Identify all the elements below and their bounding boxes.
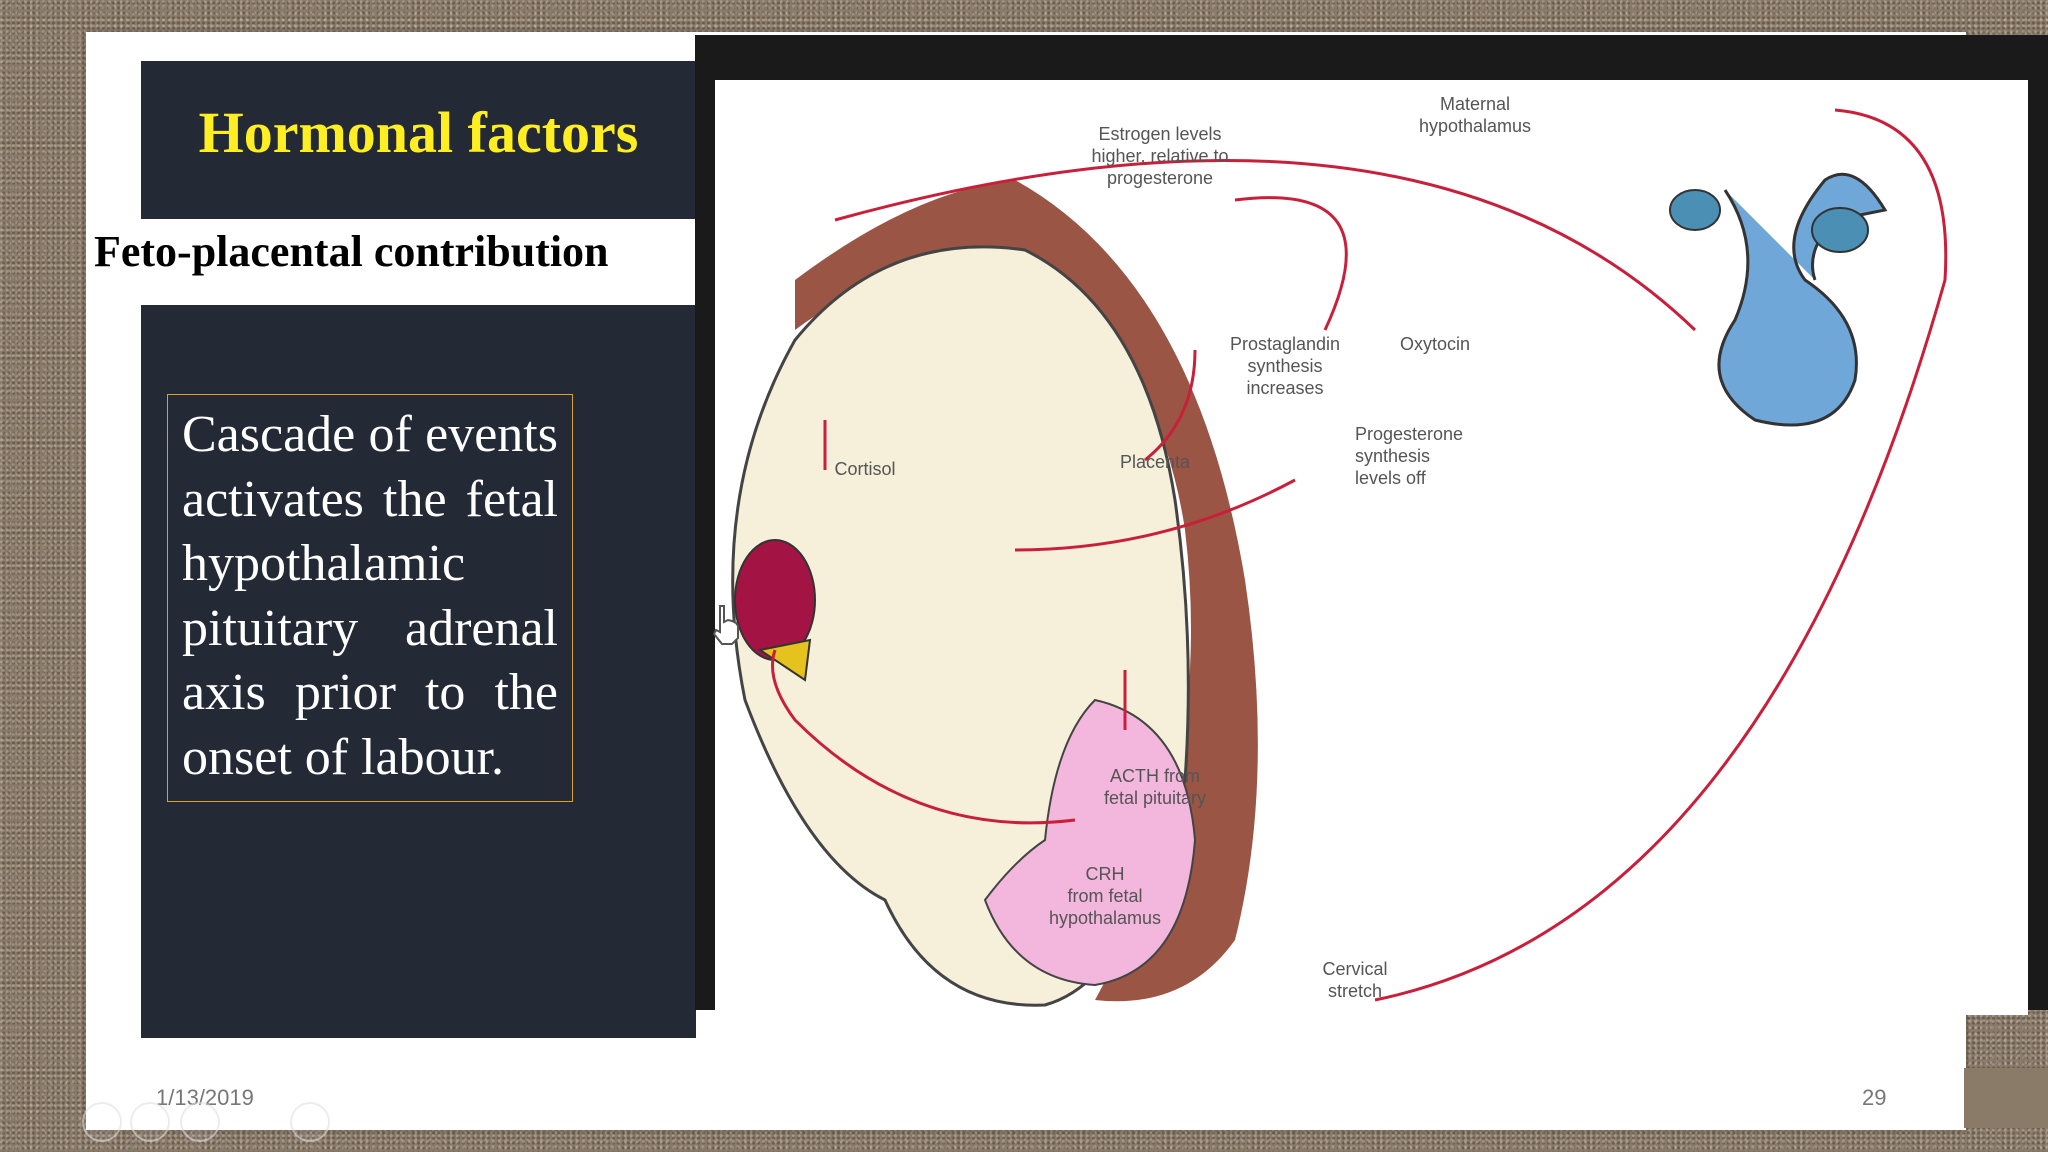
left-panel: Cascade of events activates the fetal hy… <box>141 305 696 1038</box>
label-estrogen-2: higher, relative to <box>1091 146 1228 166</box>
label-progesterone-2: synthesis <box>1355 446 1430 466</box>
labour-hormone-diagram: Maternal hypothalamus Estrogen levels hi… <box>731 94 1948 1007</box>
zoom-icon[interactable] <box>180 1102 220 1142</box>
slide-title: Hormonal factors <box>198 100 639 165</box>
slide-subtitle: Feto-placental contribution <box>94 227 609 276</box>
label-cortisol: Cortisol <box>834 459 895 479</box>
arrow-oxytocin-to-uterus <box>834 159 1697 332</box>
arrow-to-prostaglandin <box>1144 349 1197 462</box>
pen-icon[interactable] <box>82 1102 122 1142</box>
arrow-to-progesterone <box>1014 478 1296 552</box>
copy-icon[interactable] <box>130 1102 170 1142</box>
label-prostaglandin-3: increases <box>1246 378 1323 398</box>
diagram-area: Maternal hypothalamus Estrogen levels hi… <box>715 80 2028 1015</box>
label-crh-3: hypothalamus <box>1049 908 1161 928</box>
corner-texture <box>1964 1068 2048 1128</box>
hand-cursor-icon <box>712 605 739 645</box>
label-oxytocin: Oxytocin <box>1400 334 1470 354</box>
label-cervical-2: stretch <box>1328 981 1382 1001</box>
pituitary-lobe-left <box>1669 189 1721 231</box>
arrow-to-estrogen <box>1234 196 1348 331</box>
arrow-acth-loop <box>771 649 1076 825</box>
label-prostaglandin-2: synthesis <box>1247 356 1322 376</box>
label-crh-1: CRH <box>1086 864 1125 884</box>
label-progesterone-1: Progesterone <box>1355 424 1463 444</box>
maternal-pituitary <box>1717 172 1888 427</box>
slide-page-number: 29 <box>1862 1085 1887 1110</box>
label-estrogen-3: progesterone <box>1107 168 1213 188</box>
label-cervical-1: Cervical <box>1322 959 1387 979</box>
label-acth-1: ACTH from <box>1110 766 1200 786</box>
label-prostaglandin-1: Prostaglandin <box>1230 334 1340 354</box>
body-textbox: Cascade of events activates the fetal hy… <box>167 394 573 802</box>
label-placenta: Placenta <box>1120 452 1191 472</box>
adrenal-cap <box>757 638 812 682</box>
label-acth-2: fetal pituitary <box>1104 788 1206 808</box>
pituitary-lobe-right <box>1811 207 1869 253</box>
label-crh-2: from fetal <box>1067 886 1142 906</box>
arrow-cervical-to-hypothalamus <box>1374 108 1948 1002</box>
diagram-frame: Maternal hypothalamus Estrogen levels hi… <box>695 35 2048 1015</box>
title-box: Hormonal factors <box>141 61 696 219</box>
label-estrogen-1: Estrogen levels <box>1098 124 1221 144</box>
more-icon[interactable] <box>290 1102 330 1142</box>
fetal-head <box>983 698 1197 987</box>
label-progesterone-3: levels off <box>1355 468 1427 488</box>
label-maternal-hypothalamus-1: Maternal <box>1440 94 1510 114</box>
label-maternal-hypothalamus-2: hypothalamus <box>1419 116 1531 136</box>
